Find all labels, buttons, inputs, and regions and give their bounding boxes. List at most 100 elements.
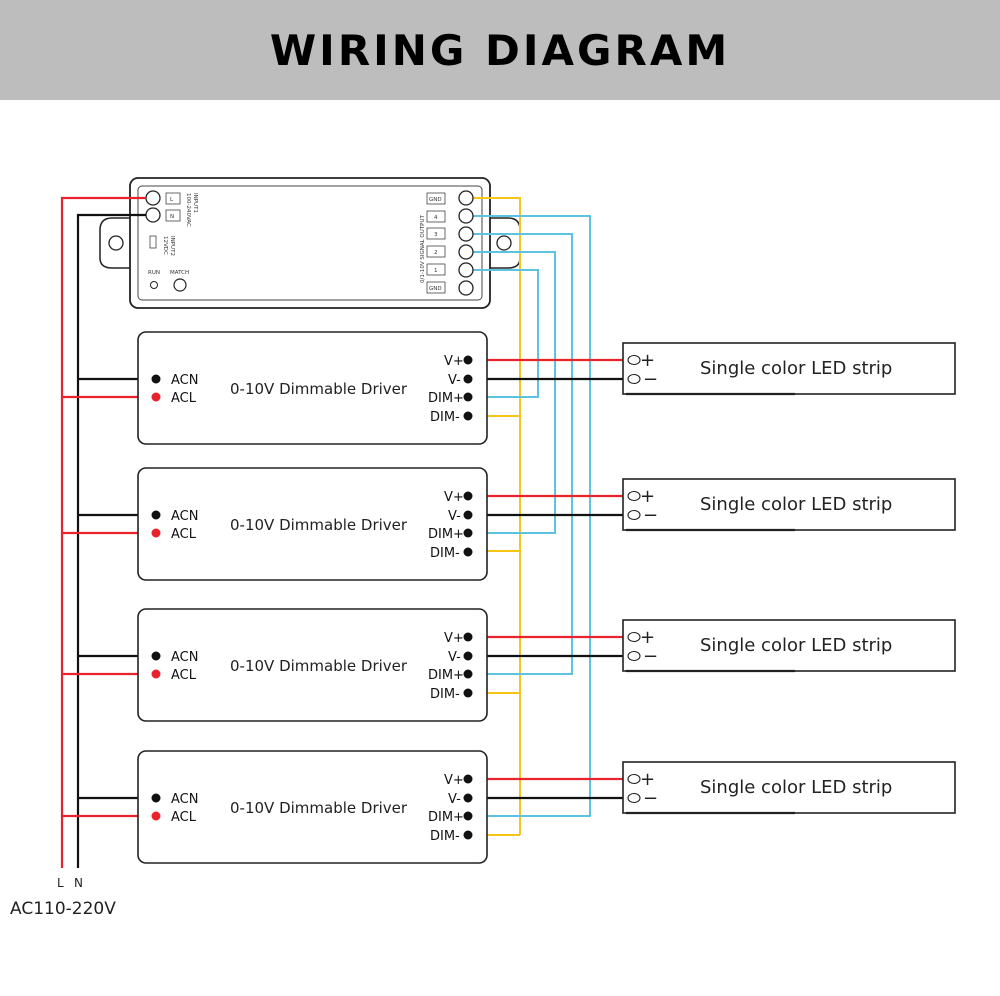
led-strip-2: +− Single color LED strip (622, 478, 956, 532)
neutral-wire-main (76, 213, 146, 868)
driver-body (137, 467, 488, 581)
vplus-terminal (463, 632, 473, 642)
page-title: WIRING DIAGRAM (269, 25, 731, 75)
dimminus-label: DIM- (430, 410, 460, 425)
output-terminal-circles (458, 190, 474, 296)
signal-output-label: 0/1-10V SIGNAL OUTPUT (420, 215, 426, 283)
driver-body (137, 750, 488, 864)
terminal-L (145, 190, 161, 206)
driver-title: 0-10V Dimmable Driver (230, 799, 408, 817)
acl-terminal (151, 811, 161, 821)
dim-channel-2-wire (466, 251, 556, 534)
strip-minus-label: − (643, 369, 658, 390)
vminus-label: V- (448, 792, 461, 807)
live-wire-main (60, 196, 146, 868)
acl-terminal (151, 528, 161, 538)
vplus-label: V+ (444, 354, 464, 369)
vplus-terminal (463, 355, 473, 365)
strip-label: Single color LED strip (700, 635, 892, 656)
acl-label: ACL (171, 810, 197, 825)
terminal-gnd-top (458, 190, 474, 206)
driver-title: 0-10V Dimmable Driver (230, 380, 408, 398)
led-strip-body (622, 619, 956, 672)
strip-plus-pad (627, 490, 641, 502)
dimplus-terminal (463, 811, 473, 821)
pin-L-label: L (170, 197, 174, 203)
driver-body (137, 331, 488, 445)
dimminus-label: DIM- (430, 829, 460, 844)
out-label-3: 3 (434, 232, 438, 238)
driver-title: 0-10V Dimmable Driver (230, 516, 408, 534)
strip-minus-pad (627, 373, 641, 385)
run-led (150, 281, 158, 289)
dimminus-label: DIM- (430, 546, 460, 561)
strip-minus-pad (627, 509, 641, 521)
acl-label: ACL (171, 527, 197, 542)
controller: L N INPUT1 100-240VAC INPUT2 12VDC RUN M… (99, 177, 521, 309)
acn-terminal (151, 651, 161, 661)
out-label-gnd-bottom: GND (429, 286, 442, 292)
label-box-L (165, 192, 181, 205)
gnd-wire-bus (466, 197, 521, 835)
vminus-terminal (463, 651, 473, 661)
vplus-label: V+ (444, 490, 464, 505)
acn-label: ACN (171, 509, 198, 524)
strip-minus-label: − (643, 505, 658, 526)
out-label-2: 2 (434, 250, 438, 256)
vplus-terminal (463, 774, 473, 784)
driver-title: 0-10V Dimmable Driver (230, 657, 408, 675)
vminus-label: V- (448, 509, 461, 524)
vplus-label: V+ (444, 631, 464, 646)
power-N-label: N (74, 876, 83, 890)
strip-minus-label: − (643, 646, 658, 667)
input1-label: INPUT1 (192, 193, 198, 213)
terminal-4 (458, 208, 474, 224)
controller-body (129, 177, 491, 309)
match-button[interactable] (173, 278, 187, 292)
driver-body (137, 608, 488, 722)
vminus-terminal (463, 374, 473, 384)
dimplus-label: DIM+ (428, 810, 464, 825)
strip-plus-pad (627, 773, 641, 785)
pin-N-label: N (170, 214, 174, 220)
acn-terminal (151, 374, 161, 384)
terminal-N (145, 207, 161, 223)
dc-jack (149, 235, 157, 249)
controller-left-ear (99, 217, 130, 269)
out-label-1: 1 (434, 268, 438, 274)
vminus-terminal (463, 510, 473, 520)
acl-label: ACL (171, 391, 197, 406)
dimminus-label: DIM- (430, 687, 460, 702)
strip-label: Single color LED strip (700, 358, 892, 379)
dimminus-terminal (463, 547, 473, 557)
vminus-label: V- (448, 650, 461, 665)
header-banner: WIRING DIAGRAM (0, 0, 1000, 100)
out-box-2 (426, 245, 446, 258)
out-box-3 (426, 227, 446, 240)
strip-label: Single color LED strip (700, 494, 892, 515)
controller-left-ear-hole (108, 235, 124, 251)
drivers: 0-10V Dimmable DriverACNACLV+V-DIM+DIM-0… (137, 331, 488, 864)
input1-range: 100-240VAC (185, 193, 191, 227)
dim-channel-3-wire (466, 233, 573, 675)
terminal-3 (458, 226, 474, 242)
led-strip-1: +−Single color LED strip (622, 342, 956, 396)
vplus-terminal (463, 491, 473, 501)
dimplus-terminal (463, 669, 473, 679)
out-label-gnd-top: GND (429, 197, 442, 203)
dimminus-terminal (463, 688, 473, 698)
acl-label: ACL (171, 668, 197, 683)
dimplus-terminal (463, 392, 473, 402)
strip-plus-pad (627, 631, 641, 643)
terminal-gnd-bottom (458, 280, 474, 296)
label-box-N (165, 209, 181, 222)
terminal-1 (458, 262, 474, 278)
strip-plus-label: + (640, 769, 655, 790)
led-strip-body (622, 342, 956, 395)
strip-plus-label: + (640, 486, 655, 507)
dimplus-terminal (463, 528, 473, 538)
